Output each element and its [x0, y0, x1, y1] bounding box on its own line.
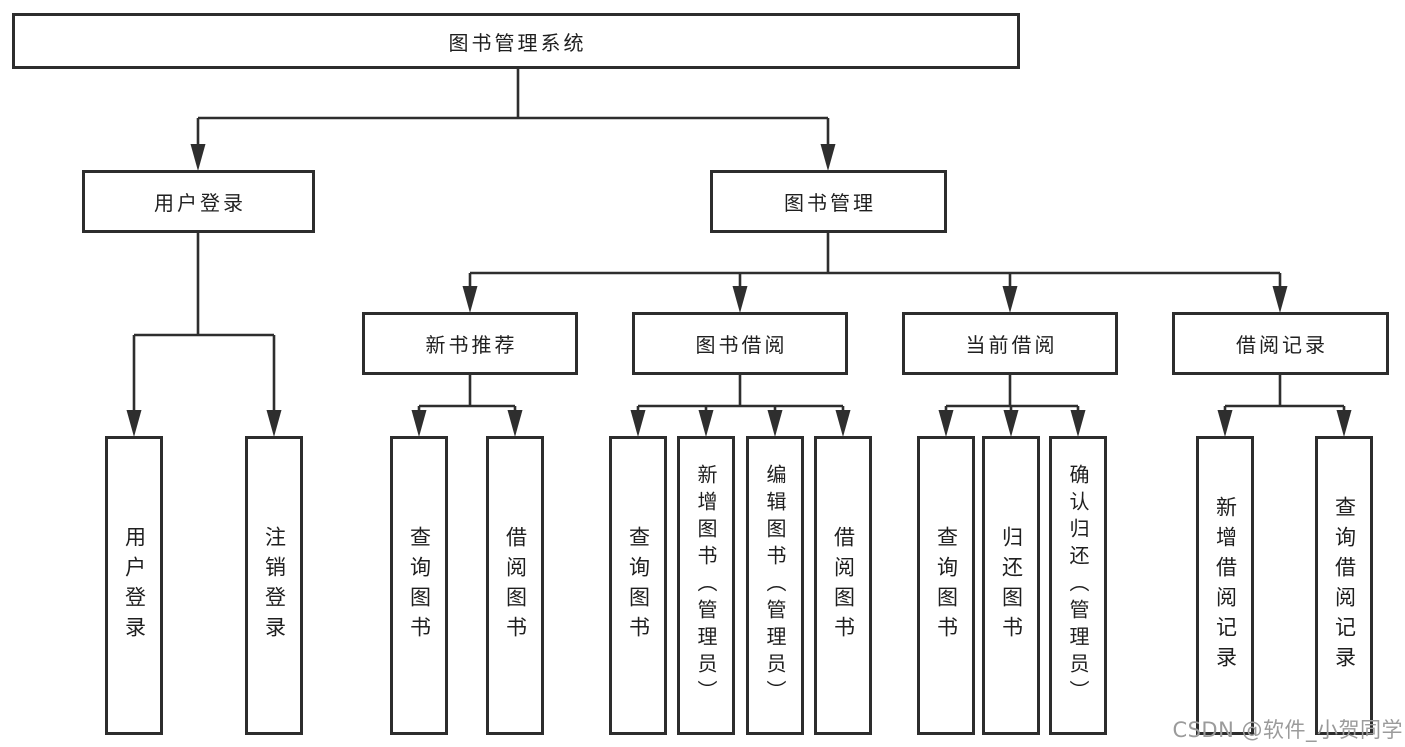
leaf-confirm-return-admin: 确认归还（管理员） [1049, 436, 1107, 735]
leaf-return-books-label: 归还图书 [999, 525, 1024, 646]
node-user-login-label: 用户登录 [154, 191, 246, 215]
leaf-borrow-books-borrowing: 借阅图书 [814, 436, 872, 735]
leaf-confirm-return-admin-label: 确认归还（管理员） [1066, 464, 1090, 707]
node-current-borrowing-label: 当前借阅 [965, 333, 1058, 357]
node-current-borrowing: 当前借阅 [902, 312, 1118, 375]
leaf-query-books-current: 查询图书 [917, 436, 975, 735]
leaf-query-borrow-record-label: 查询借阅记录 [1332, 495, 1357, 676]
node-root: 图书管理系统 [12, 13, 1020, 69]
leaf-query-books-borrowing: 查询图书 [609, 436, 667, 735]
node-root-label: 图书管理系统 [448, 30, 587, 55]
csdn-watermark: CSDN @软件_小贺同学 [1172, 718, 1403, 742]
leaf-edit-books-admin-label: 编辑图书（管理员） [763, 464, 787, 707]
leaf-logout-label: 注销登录 [262, 525, 287, 646]
leaf-query-books-current-label: 查询图书 [934, 525, 959, 646]
node-book-borrowing: 图书借阅 [632, 312, 848, 375]
leaf-query-borrow-record: 查询借阅记录 [1315, 436, 1373, 735]
leaf-borrow-books-recommend: 借阅图书 [486, 436, 544, 735]
leaf-edit-books-admin: 编辑图书（管理员） [746, 436, 804, 735]
node-book-management-label: 图书管理 [784, 191, 876, 215]
node-user-login: 用户登录 [82, 170, 315, 233]
leaf-query-books-recommend-label: 查询图书 [407, 525, 432, 646]
leaf-borrow-books-borrowing-label: 借阅图书 [831, 525, 856, 646]
node-borrowing-records-label: 借阅记录 [1236, 333, 1328, 357]
leaf-borrow-books-recommend-label: 借阅图书 [503, 525, 528, 646]
leaf-logout: 注销登录 [245, 436, 303, 735]
leaf-user-login: 用户登录 [105, 436, 163, 735]
leaf-add-books-admin: 新增图书（管理员） [677, 436, 735, 735]
leaf-add-borrow-record: 新增借阅记录 [1196, 436, 1254, 735]
node-new-book-recommend-label: 新书推荐 [425, 333, 518, 357]
node-new-book-recommend: 新书推荐 [362, 312, 578, 375]
leaf-add-books-admin-label: 新增图书（管理员） [694, 464, 718, 707]
leaf-user-login-label: 用户登录 [122, 525, 147, 646]
node-book-borrowing-label: 图书借阅 [695, 333, 788, 357]
leaf-query-books-borrowing-label: 查询图书 [626, 525, 651, 646]
leaf-return-books: 归还图书 [982, 436, 1040, 735]
leaf-query-books-recommend: 查询图书 [390, 436, 448, 735]
leaf-add-borrow-record-label: 新增借阅记录 [1213, 495, 1238, 676]
node-borrowing-records: 借阅记录 [1172, 312, 1389, 375]
node-book-management: 图书管理 [710, 170, 947, 233]
